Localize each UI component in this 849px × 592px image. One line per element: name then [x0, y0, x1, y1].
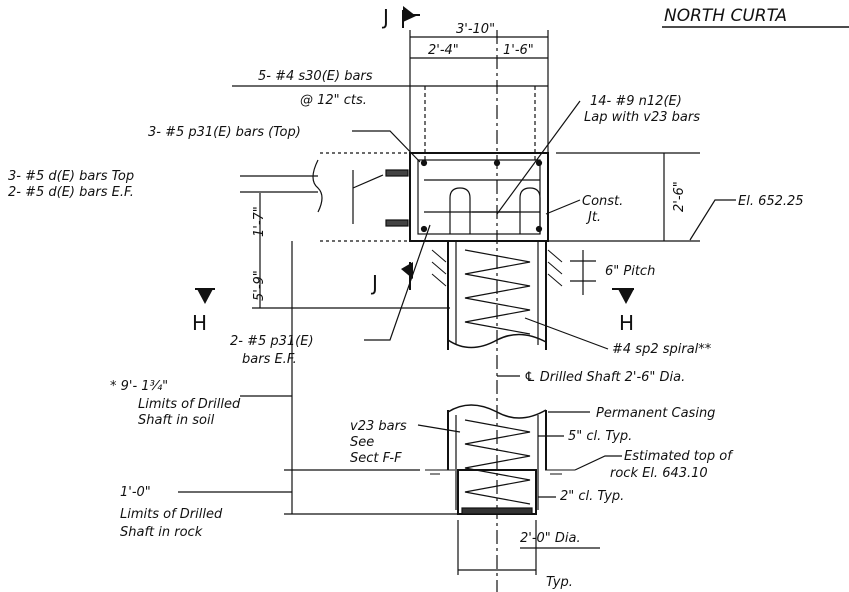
- label-s30-bars: 5- #4 s30(E) bars: [258, 69, 373, 84]
- label-drilled-shaft: ℄ Drilled Shaft 2'-6" Dia.: [524, 370, 685, 385]
- section-mark-h-right: H: [619, 311, 634, 335]
- label-d-ef: 2- #5 d(E) bars E.F.: [8, 185, 134, 200]
- dim-shaft-exposed: 5'-9": [252, 270, 267, 301]
- section-mark-j-top: J: [381, 5, 389, 29]
- label-casing: Permanent Casing: [596, 406, 715, 421]
- dim-width-left: 2'-4": [428, 43, 459, 58]
- label-p31-top: 3- #5 p31(E) bars (Top): [148, 125, 301, 140]
- rebar-dot: [493, 159, 501, 167]
- rock-hatch: [425, 469, 575, 475]
- n12-hook-right: [519, 187, 541, 234]
- soil-hatch-left: [431, 249, 447, 287]
- coupler-icon: [385, 169, 409, 177]
- label-rock-dim: 1'-0": [120, 485, 151, 500]
- label-rock-shaft: Shaft in rock: [120, 525, 203, 540]
- dim-upper-height: 1'-7": [252, 206, 267, 237]
- label-rock-limits: Limits of Drilled: [120, 507, 223, 522]
- label-cl2: 2" cl. Typ.: [560, 489, 624, 504]
- leader-rock-top: [574, 455, 622, 471]
- dim-shaft-diameter: 2'-0" Dia.: [520, 531, 581, 546]
- arrowhead-icon: [197, 289, 213, 304]
- shaft-break-lower: [447, 404, 547, 419]
- label-spiral: #4 sp2 spiral**: [612, 342, 712, 357]
- leader-p31-top: [352, 130, 421, 163]
- leader-n12: [496, 100, 581, 215]
- label-soil-dim: * 9'- 1¾": [110, 379, 168, 394]
- pile-cap: [409, 152, 549, 242]
- rebar-dot: [420, 159, 428, 167]
- spiral-upper: [464, 249, 531, 335]
- leader-elevation: [689, 199, 736, 241]
- label-n12-lap: Lap with v23 bars: [584, 110, 700, 125]
- dim-shaft-diameter-typ: Typ.: [546, 575, 573, 590]
- leader-const-jt: [545, 199, 581, 215]
- leader-d-to-coupler: [352, 174, 384, 189]
- arrowhead-icon: [401, 262, 413, 279]
- dim-pitch: 6" Pitch: [605, 264, 655, 279]
- leader-spiral: [524, 317, 609, 350]
- shaft-base: [461, 507, 533, 515]
- sheet-title: NORTH CURTA: [664, 6, 787, 26]
- leader-p31-ef: [364, 224, 431, 341]
- arrowhead-icon: [618, 289, 634, 304]
- rebar-dot: [420, 225, 428, 233]
- shaft-break-upper: [447, 333, 547, 349]
- label-v23-see: See: [350, 435, 374, 450]
- dim-cap-height: 2'-6": [672, 181, 687, 212]
- section-mark-h-left: H: [192, 311, 207, 335]
- label-soil-limits: Limits of Drilled: [138, 397, 241, 412]
- leader-v23: [417, 424, 461, 433]
- label-v23: v23 bars: [350, 419, 407, 434]
- dim-overall-width: 3'-10": [456, 22, 495, 37]
- label-jt: Jt.: [585, 210, 601, 225]
- soil-hatch-right: [547, 249, 563, 287]
- label-const: Const.: [582, 194, 623, 209]
- cap-reinforcement-cage: [417, 159, 541, 235]
- label-n12-bars: 14- #9 n12(E): [590, 94, 682, 109]
- spiral-lower: [464, 419, 531, 505]
- label-p31-ef-bars: bars E.F.: [242, 352, 297, 367]
- dim-width-right: 1'-6": [503, 43, 534, 58]
- section-mark-j-mid: J: [370, 271, 378, 295]
- label-v23-sect: Sect F-F: [350, 451, 402, 466]
- label-soil-shaft: Shaft in soil: [138, 413, 215, 428]
- coupler-icon: [385, 219, 409, 227]
- label-s30-spacing: @ 12" cts.: [300, 93, 367, 108]
- rebar-dot: [535, 225, 543, 233]
- n12-hook-left: [449, 187, 471, 234]
- break-symbol: [312, 159, 323, 213]
- label-elevation: El. 652.25: [738, 194, 804, 209]
- label-rock-top: Estimated top of: [624, 449, 734, 464]
- rebar-dot: [535, 159, 543, 167]
- label-rock-elevation: rock El. 643.10: [610, 466, 708, 481]
- label-d-top: 3- #5 d(E) bars Top: [8, 169, 134, 184]
- label-p31-ef: 2- #5 p31(E): [230, 334, 314, 349]
- label-cl5: 5" cl. Typ.: [568, 429, 632, 444]
